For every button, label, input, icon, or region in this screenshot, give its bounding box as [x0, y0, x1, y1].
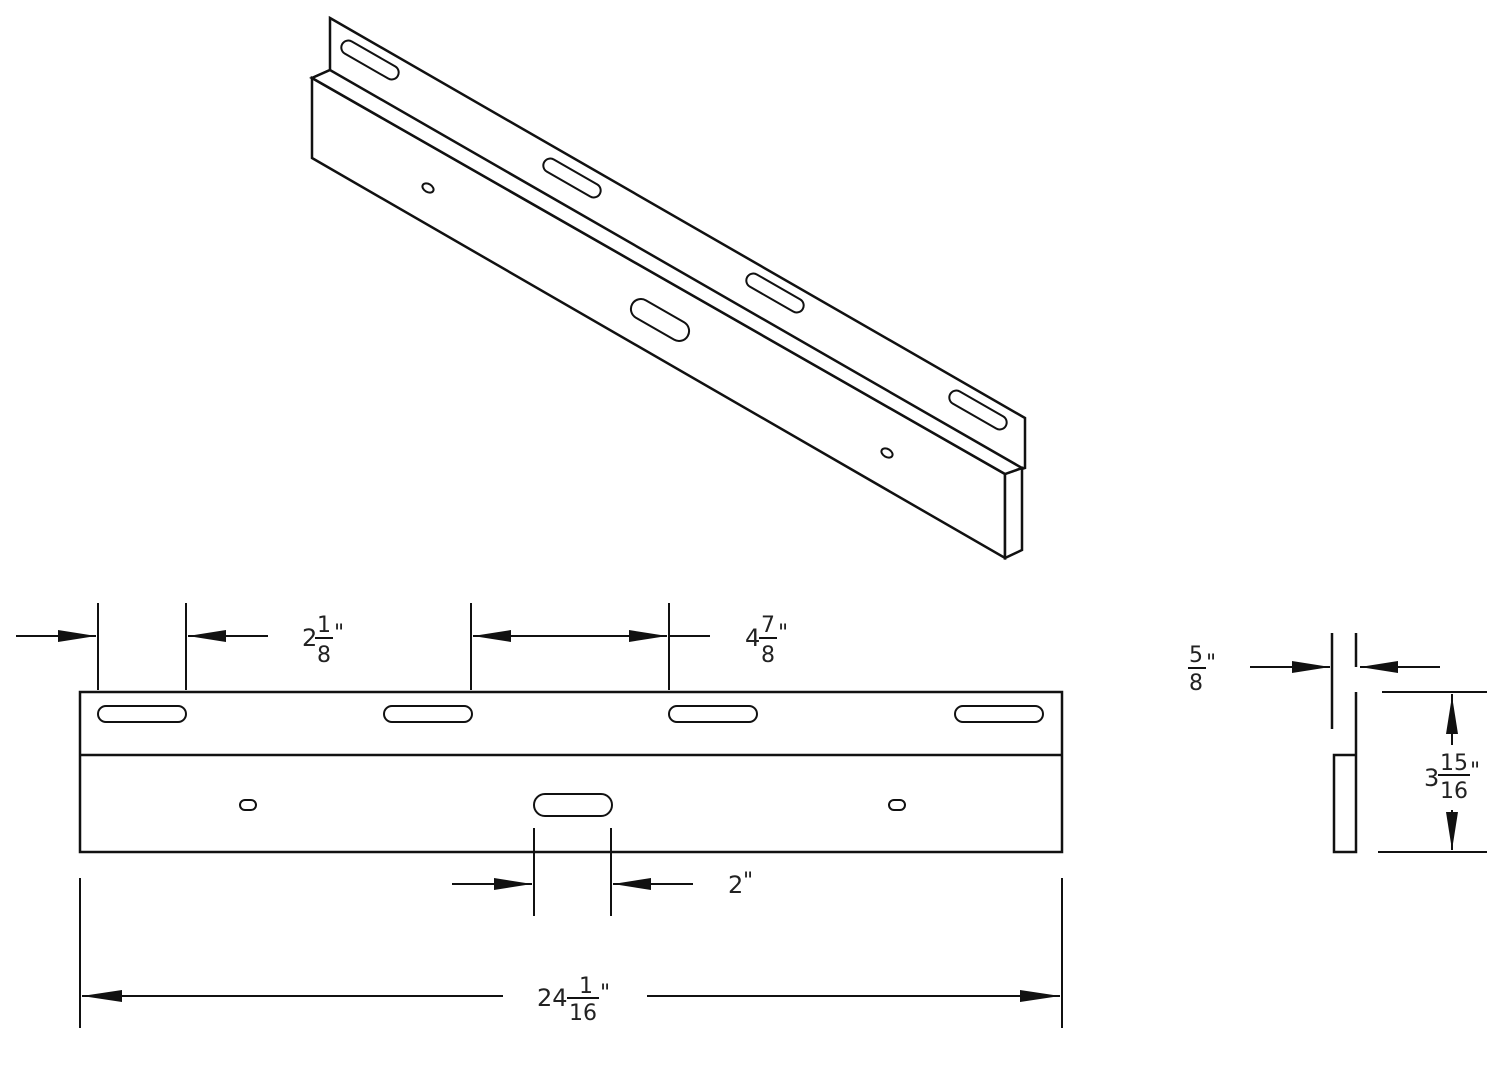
- dimension-label: 5: [1189, 643, 1203, 668]
- dimension-label: ": [1470, 759, 1480, 784]
- iso-hole: [880, 447, 894, 459]
- arrowhead: [1446, 812, 1458, 850]
- dimension-label: 8: [761, 643, 775, 668]
- dimension-label: ": [743, 869, 753, 894]
- slot: [97, 705, 187, 723]
- arrowhead: [494, 878, 532, 890]
- front-bar-face: [310, 75, 1007, 561]
- dimension-center-slot-width: 2 ": [452, 828, 753, 916]
- iso-slot: [745, 272, 805, 314]
- dimension-label: 4: [745, 624, 760, 652]
- iso-slot: [948, 389, 1008, 431]
- front-view: [78, 690, 1064, 854]
- dimension-label: ": [334, 621, 344, 646]
- dimension-label: ": [1206, 651, 1216, 676]
- center-slot: [533, 793, 613, 817]
- dimension-slot-end-spacing: 2 1 8 ": [16, 603, 344, 690]
- bar-end-face: [1003, 466, 1024, 560]
- arrowhead: [188, 630, 226, 642]
- hole: [888, 799, 906, 811]
- arrowhead: [58, 630, 96, 642]
- dimension-label: 2: [302, 624, 317, 652]
- hole: [239, 799, 257, 811]
- dimension-label: 8: [1189, 671, 1203, 696]
- arrowhead: [473, 630, 511, 642]
- arrowhead: [1292, 661, 1330, 673]
- dimension-label: 1: [317, 613, 331, 638]
- dimension-label: ": [778, 621, 788, 646]
- dimension-label: 8: [317, 643, 331, 668]
- arrowhead: [1360, 661, 1398, 673]
- slot: [383, 705, 473, 723]
- dimension-overall-length: 24 1 16 ": [79, 878, 1063, 1028]
- iso-slot: [542, 157, 602, 199]
- arrowhead: [1020, 990, 1060, 1002]
- dimension-label: 16: [1440, 779, 1468, 804]
- dimension-label: 1: [579, 974, 593, 999]
- dimension-slot-spacing: 4 7 8 ": [470, 603, 788, 690]
- bar-top-ledge: [309, 68, 1025, 476]
- dimension-label: 15: [1440, 751, 1468, 776]
- arrowhead: [82, 990, 122, 1002]
- arrowhead: [613, 878, 651, 890]
- back-flange: [309, 15, 1027, 476]
- slot: [668, 705, 758, 723]
- dimension-height: 3 15 16 ": [1378, 691, 1487, 853]
- iso-hole: [421, 182, 435, 194]
- side-view: [1330, 633, 1358, 854]
- dimension-label: 7: [761, 613, 775, 638]
- drawing-line: [1332, 692, 1358, 854]
- drawing-line: [78, 690, 1064, 854]
- iso-slot: [340, 39, 400, 81]
- dimension-label: 16: [569, 1001, 597, 1026]
- slot: [954, 705, 1044, 723]
- iso-center-slot: [629, 298, 691, 342]
- dimension-flange-offset: 5 8 ": [1188, 643, 1440, 696]
- arrowhead: [1446, 696, 1458, 734]
- arrowhead: [629, 630, 667, 642]
- isometric-view: [309, 15, 1027, 561]
- dimension-label: 24: [537, 984, 568, 1012]
- dimension-label: ": [600, 981, 610, 1006]
- dimension-label: 3: [1424, 764, 1439, 792]
- dimension-label: 2: [728, 871, 743, 899]
